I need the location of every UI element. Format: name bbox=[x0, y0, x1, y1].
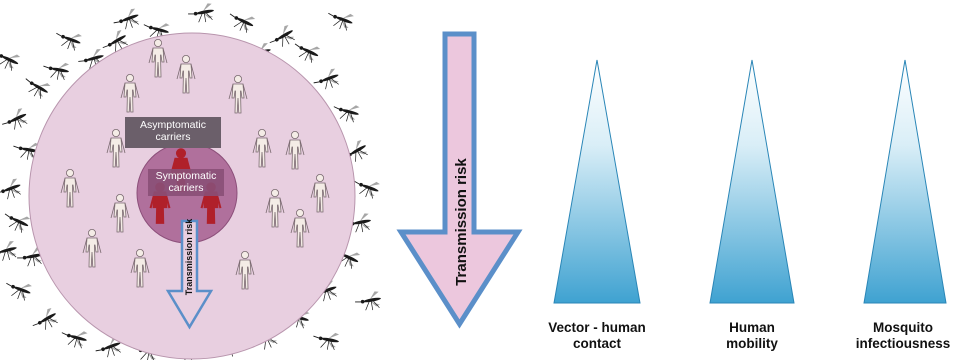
mosquito-icon bbox=[42, 59, 71, 81]
asymptomatic-label-line-1: Asymptomatic bbox=[125, 119, 221, 131]
asymptomatic-label-line-2: carriers bbox=[125, 131, 221, 143]
mosquito-icon bbox=[325, 7, 356, 33]
symptomatic-label-line-2: carriers bbox=[145, 182, 227, 194]
transmission-risk-label: Transmission risk bbox=[453, 158, 470, 286]
mosquito-icon bbox=[225, 8, 256, 35]
mosquito-infectiousness-caption: Mosquito infectiousness bbox=[851, 320, 955, 352]
mosquito-icon bbox=[0, 177, 24, 203]
mosquito-icon bbox=[187, 3, 216, 25]
caption-line: Mosquito bbox=[851, 320, 955, 336]
mosquito-icon bbox=[0, 208, 31, 235]
mosquito-icon bbox=[3, 277, 34, 303]
caption-line: contact bbox=[527, 336, 667, 352]
symptomatic-label: Symptomatic carriers bbox=[145, 170, 227, 194]
mosquito-icon bbox=[312, 329, 341, 351]
mosquito-icon bbox=[29, 307, 61, 336]
human-mobility-caption: Human mobility bbox=[692, 320, 812, 352]
mosquito-icon bbox=[290, 38, 321, 65]
vector-human-contact-caption: Vector - human contact bbox=[527, 320, 667, 352]
caption-line: mobility bbox=[692, 336, 812, 352]
caption-line: Human bbox=[692, 320, 812, 336]
mosquito-icon bbox=[266, 24, 298, 53]
symptomatic-label-line-1: Symptomatic bbox=[145, 170, 227, 182]
mosquito-icon bbox=[0, 240, 19, 264]
mosquito-infectiousness-triangle bbox=[864, 60, 946, 303]
inner-arrow-label: Transmission risk bbox=[184, 218, 194, 296]
mosquito-icon bbox=[59, 326, 89, 350]
caption-line: infectiousness bbox=[851, 336, 955, 352]
mosquito-icon bbox=[0, 46, 22, 73]
mosquito-icon bbox=[20, 73, 52, 102]
mosquito-icon bbox=[354, 291, 383, 313]
mosquito-icon bbox=[0, 107, 30, 134]
vector-human-contact-triangle bbox=[554, 60, 640, 303]
human-mobility-triangle bbox=[710, 60, 794, 303]
asymptomatic-label: Asymptomatic carriers bbox=[125, 119, 221, 143]
mosquito-icon bbox=[111, 7, 142, 33]
caption-line: Vector - human bbox=[527, 320, 667, 336]
mosquito-icon bbox=[53, 27, 84, 53]
